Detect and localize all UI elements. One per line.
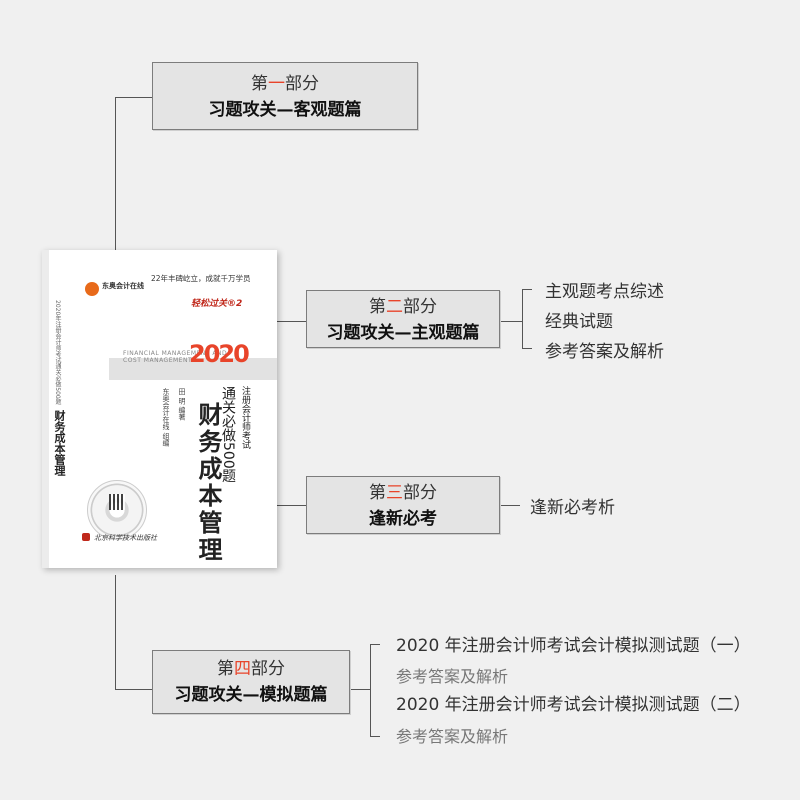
part1-label: 第一部分 — [251, 74, 319, 94]
grey-band — [109, 358, 277, 380]
part3-label: 第三部分 — [369, 483, 437, 503]
part4-item-4: 参考答案及解析 — [396, 727, 509, 746]
slogan: 22年丰碑屹立，成就千万学员 — [151, 274, 251, 283]
part2-item-2: 经典试题 — [545, 312, 613, 332]
part1-title: 习题攻关—客观题篇 — [208, 100, 362, 121]
connector-part1 — [115, 97, 153, 98]
part4-label: 第四部分 — [217, 659, 285, 679]
bracket-part2-v — [522, 289, 523, 349]
year-badge: 2020 — [189, 340, 250, 368]
author: 田 明 编著 — [178, 388, 186, 421]
logo-text: 东奥会计在线 — [102, 282, 144, 290]
part4-box: 第四部分 习题攻关—模拟题篇 — [152, 650, 350, 714]
spine-subtitle: 2020年注册会计师考试通关必做500题 — [54, 300, 61, 405]
part3-box: 第三部分 逢新必考 — [306, 476, 500, 534]
book-cover: 2020年注册会计师考试通关必做500题 财务成本管理 东奥会计在线 22年丰碑… — [42, 250, 277, 568]
connector-trunk-top — [115, 97, 116, 250]
connector-part4 — [115, 689, 153, 690]
exam-name: 注册会计师考试 — [240, 386, 250, 449]
connector-part3 — [270, 505, 306, 506]
qr-code-icon — [109, 494, 125, 510]
english-title: FINANCIAL MANAGEMENT AND COST MANAGEMENT — [123, 350, 228, 365]
part4-item-3: 2020 年注册会计师考试会计模拟测试题（二） — [396, 695, 751, 715]
part2-item-3: 参考答案及解析 — [545, 342, 664, 362]
bracket-part2-bot — [522, 348, 532, 349]
series-mark: 轻松过关®2 — [191, 299, 243, 309]
part2-box: 第二部分 习题攻关—主观题篇 — [306, 290, 500, 348]
part2-item-1: 主观题考点综述 — [545, 282, 664, 302]
bracket-part2-h — [500, 321, 522, 322]
part2-label: 第二部分 — [369, 297, 437, 317]
book-subtitle: 通关必做500题 — [220, 386, 236, 483]
publisher-logo-icon — [82, 533, 90, 541]
dongao-logo-icon — [85, 282, 99, 296]
book-title: 财务成本管理 — [194, 402, 223, 564]
connector-part2 — [270, 321, 306, 322]
part3-title: 逢新必考 — [369, 509, 437, 530]
part4-item-2: 参考答案及解析 — [396, 667, 509, 686]
bracket-part4-v — [370, 644, 371, 736]
cd-disc-icon — [87, 480, 147, 540]
bracket-part3-h — [500, 505, 520, 506]
part3-item-1: 逢新必考析 — [530, 498, 615, 518]
book-spine — [42, 250, 49, 568]
org: 东奥会计在线 组编 — [162, 388, 170, 447]
publisher: 北京科学技术出版社 — [94, 534, 157, 542]
part2-title: 习题攻关—主观题篇 — [326, 323, 480, 344]
bracket-part4-top — [370, 644, 380, 645]
part4-item-1: 2020 年注册会计师考试会计模拟测试题（一） — [396, 636, 751, 656]
bracket-part4-h — [350, 689, 370, 690]
bracket-part2-top — [522, 289, 532, 290]
part1-box: 第一部分 习题攻关—客观题篇 — [152, 62, 418, 130]
connector-trunk-bottom — [115, 575, 116, 690]
bracket-part4-bot — [370, 736, 380, 737]
part4-title: 习题攻关—模拟题篇 — [174, 685, 328, 706]
spine-title: 财务成本管理 — [53, 410, 66, 476]
